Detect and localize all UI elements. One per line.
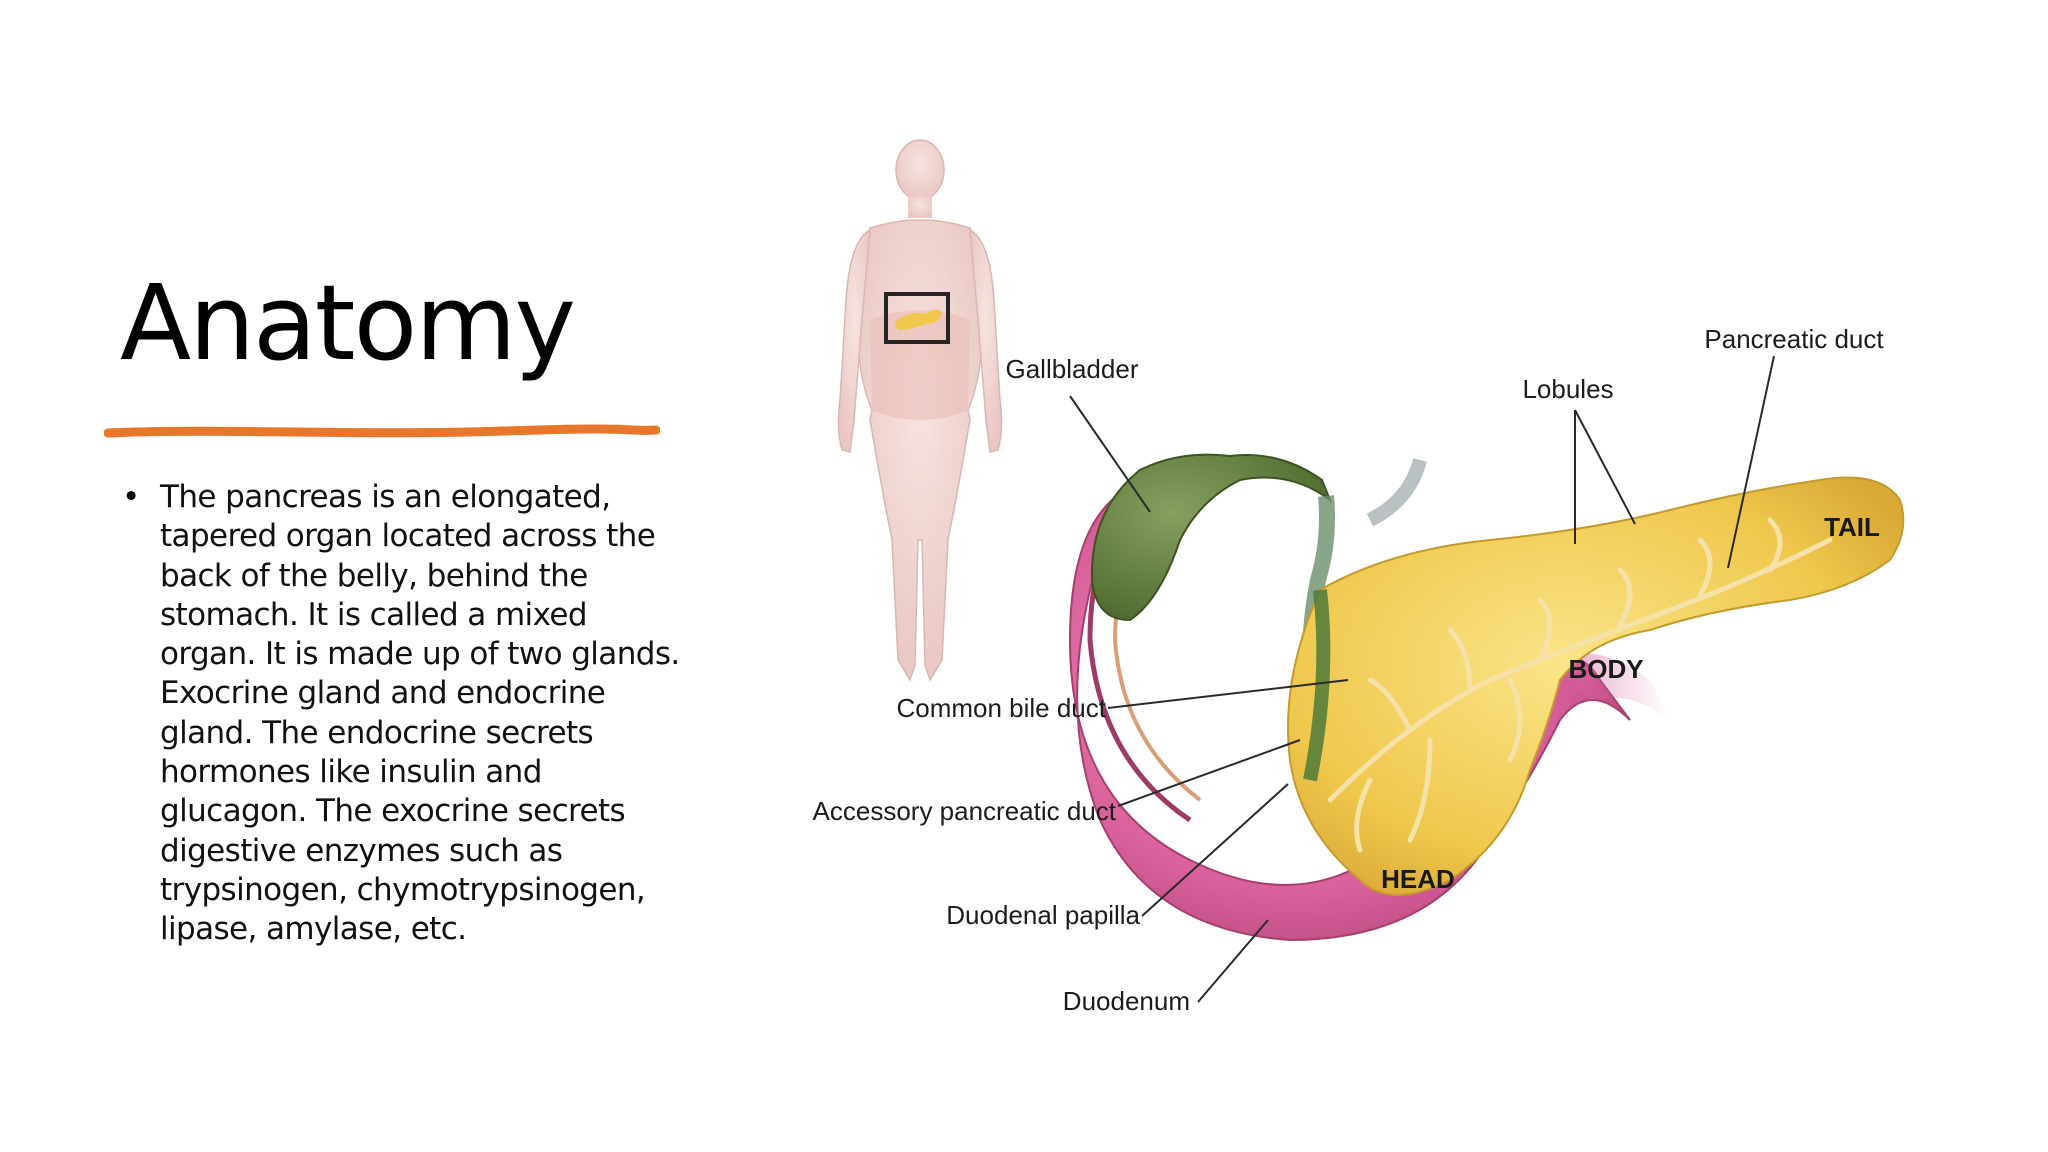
label-duodenum: Duodenum [1063,986,1190,1016]
pancreatic-duct-leader [1727,355,1775,569]
bullet-item: • The pancreas is an elongated, tapered … [120,478,680,950]
pancreas-locator-box [884,292,950,344]
lobules-leader-b [1574,409,1636,525]
label-accessory-pancreatic-duct: Accessory pancreatic duct [813,796,1117,826]
common-bile-duct-leader [1107,679,1349,709]
pancreas-anatomy-figure: Gallbladder Lobules Pancreatic duct TAIL… [770,120,1970,1040]
slide-title: Anatomy [120,262,576,384]
title-underline-accent [104,424,660,438]
duodenum-leader [1197,919,1269,1003]
label-pancreatic-duct: Pancreatic duct [1704,324,1884,354]
human-body-silhouette [837,139,1003,682]
gallbladder-leader [1069,395,1151,513]
label-tail: TAIL [1824,512,1880,542]
gallbladder-shape [1090,453,1333,622]
accessory-pancreatic-duct-leader [1117,739,1301,807]
pancreatic-duct-network [1327,517,1833,853]
label-duodenal-papilla: Duodenal papilla [946,900,1140,930]
bullet-list: • The pancreas is an elongated, tapered … [120,478,680,950]
bullet-dot: • [122,479,140,515]
pancreas-illustration: Gallbladder Lobules Pancreatic duct TAIL… [813,139,1905,1016]
bullet-text: The pancreas is an elongated, tapered or… [160,479,680,948]
label-head: HEAD [1381,864,1455,894]
label-lobules: Lobules [1522,374,1613,404]
pancreas-shape [1287,476,1905,896]
label-common-bile-duct: Common bile duct [896,693,1106,723]
duodenal-papilla-leader [1141,783,1289,917]
label-body: BODY [1568,654,1643,684]
label-gallbladder: Gallbladder [1006,354,1139,384]
